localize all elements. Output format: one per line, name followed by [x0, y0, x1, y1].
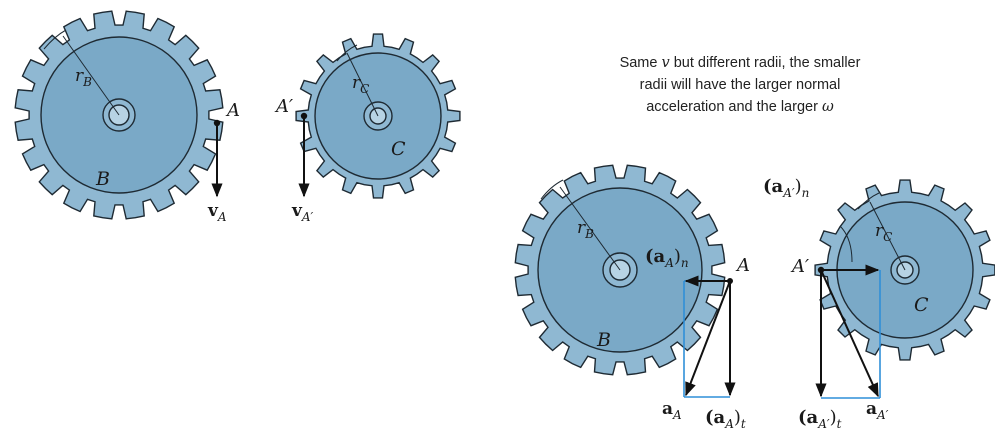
gear-c-label: C	[391, 138, 406, 160]
total-accel-a-prime-label: aA′	[866, 399, 889, 422]
total-accel-a-label: aA	[662, 399, 682, 422]
point-a-bottom-label: A	[735, 255, 750, 276]
point-a-prime-bottom-label: A′	[790, 256, 809, 277]
gear-c-bottom-radius-label: rC	[875, 221, 892, 244]
velocity-a-prime-label: vA′	[291, 201, 314, 224]
gear-b-bottom-radius-label: rB	[577, 218, 594, 241]
tangential-accel-a-label: (aA)t	[705, 407, 746, 431]
velocity-a-label: vA	[207, 201, 227, 224]
gear-b-bottom	[514, 164, 726, 376]
gear-c-radius-label: rC	[352, 73, 369, 96]
total-accel-a-prime-arrow	[820, 269, 879, 398]
tangential-accel-a-prime-label: (aA′)t	[798, 407, 842, 431]
point-a-label: A	[225, 100, 240, 121]
gear-c-top	[295, 33, 461, 199]
caption-line-2: radii will have the larger normal	[639, 77, 841, 93]
caption-line-1: Same v but different radii, the smaller	[619, 55, 861, 71]
normal-accel-a-label: (aA)n	[645, 246, 689, 270]
caption-line-3: acceleration and the larger ω	[646, 99, 834, 115]
gear-b-label: B	[95, 168, 110, 190]
gear-b-bottom-label: B	[596, 329, 611, 351]
total-accel-a-arrow	[685, 280, 731, 397]
gear-c-bottom	[814, 179, 995, 361]
normal-accel-a-prime-label: (aA′)n	[763, 176, 809, 200]
gear-c-bottom-label: C	[914, 294, 929, 316]
caption-text: Same v but different radii, the smaller …	[600, 52, 880, 118]
point-a-prime-label: A′	[274, 96, 293, 117]
gear-b-top	[14, 10, 224, 220]
gear-b-radius-label: rB	[75, 66, 92, 89]
